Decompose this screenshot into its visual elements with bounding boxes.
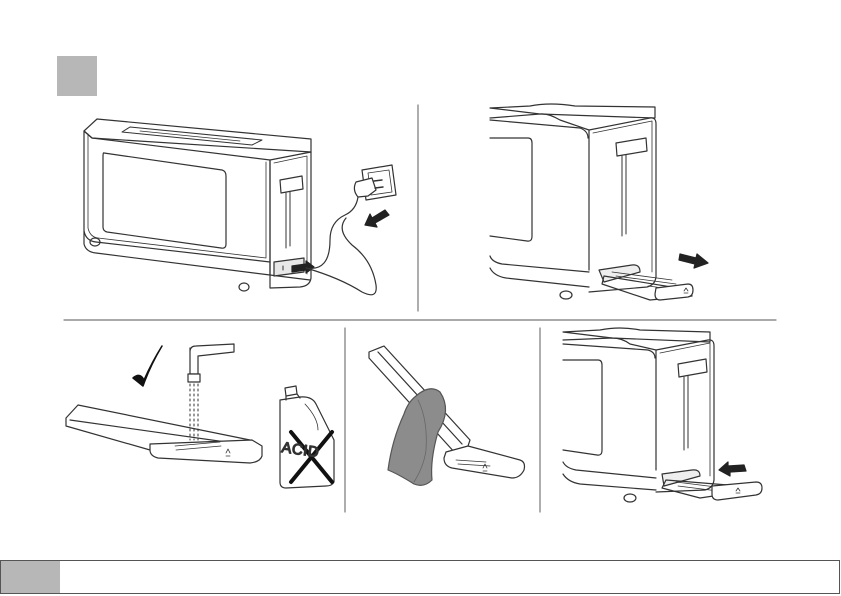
insert-arrow-icon bbox=[719, 462, 746, 476]
power-cord bbox=[306, 197, 358, 268]
water-stream bbox=[190, 384, 198, 440]
panel-wipe-tray bbox=[369, 346, 525, 485]
toaster-front-2 bbox=[490, 114, 589, 270]
tray-slot-2 bbox=[599, 265, 640, 282]
power-plug bbox=[354, 178, 376, 197]
pull-arrow-icon bbox=[679, 254, 708, 268]
lever-icon bbox=[280, 176, 303, 193]
lever-icon-2 bbox=[616, 138, 647, 156]
panel-rinse-tray bbox=[66, 344, 334, 488]
unplug-arrow-icon bbox=[365, 210, 389, 227]
footer-bar bbox=[0, 560, 840, 594]
acid-bottle-cap bbox=[285, 386, 297, 396]
approved-check-icon bbox=[133, 346, 162, 386]
lever-icon-5 bbox=[678, 359, 707, 377]
tray-handle-2 bbox=[655, 284, 693, 300]
tray-slot-5 bbox=[662, 470, 700, 486]
water-faucet bbox=[190, 344, 234, 374]
toaster-top-5 bbox=[563, 328, 710, 342]
toaster-window-5 bbox=[563, 360, 602, 455]
toaster-window bbox=[103, 153, 226, 248]
acid-label: ACID bbox=[280, 439, 320, 461]
panel-pull-out-tray bbox=[490, 104, 708, 300]
panel-unplug-toaster bbox=[84, 119, 396, 295]
page-tab bbox=[1, 561, 60, 593]
toaster-window-2 bbox=[490, 138, 532, 241]
toaster-base bbox=[84, 231, 270, 275]
cleaning-cloth bbox=[388, 389, 446, 486]
panel-reinsert-tray bbox=[563, 328, 762, 502]
toaster-top bbox=[84, 119, 311, 152]
